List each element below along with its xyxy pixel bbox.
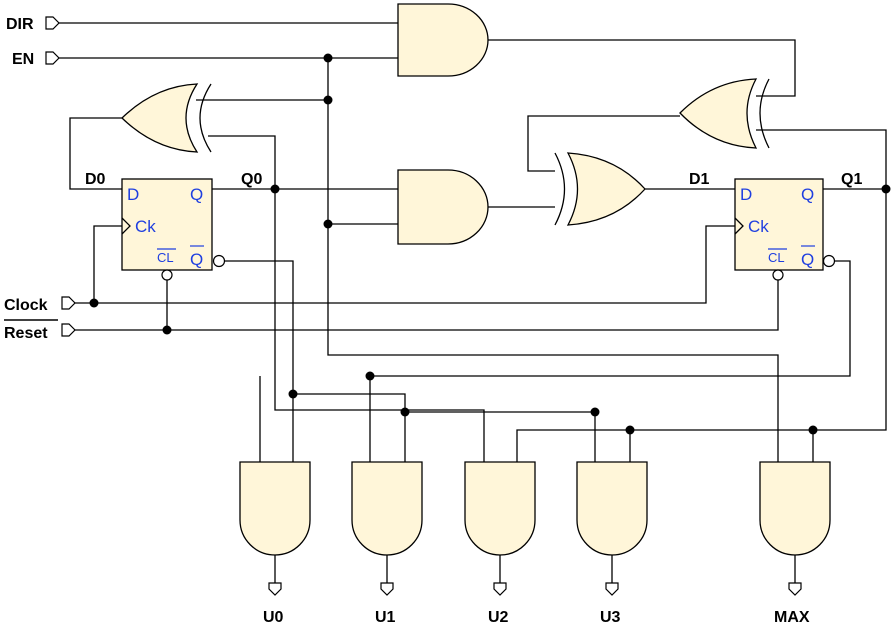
junction-dot (400, 407, 410, 417)
ff1-d-label: D (740, 185, 752, 204)
ff1-clear-bubble (772, 269, 784, 281)
flip-flop-0: D Q Ck CL Q (121, 178, 226, 281)
junction-dot (625, 425, 635, 435)
u1-pin (380, 582, 394, 596)
and-gate-q0-en (397, 169, 489, 245)
ff1-cl-label: CL (768, 250, 785, 265)
u1-label: U1 (375, 609, 396, 626)
ff0-qbar-label: Q (190, 250, 203, 269)
ff0-clear-bubble (161, 269, 173, 281)
ff1-qbar-label: Q (801, 250, 814, 269)
wires (58, 22, 887, 583)
junction-dot (162, 325, 172, 335)
and-gate-dir-en (397, 3, 489, 77)
junction-dot (808, 425, 818, 435)
output-pins (268, 582, 802, 596)
junctions (89, 53, 891, 435)
junction-dot (365, 371, 375, 381)
ff0-cl-label: CL (157, 250, 174, 265)
d0-label: D0 (85, 171, 106, 188)
junction-dot (323, 95, 333, 105)
u3-pin (605, 582, 619, 596)
dir-pin (45, 16, 60, 30)
xor-gate-d1 (554, 152, 646, 226)
junction-dot (89, 298, 99, 308)
max-label: MAX (774, 609, 810, 626)
flip-flop-1: D Q Ck CL Q (734, 178, 836, 281)
q0-label: Q0 (241, 171, 262, 188)
en-pin (45, 51, 60, 65)
and-gate-u2 (464, 461, 536, 556)
u0-pin (268, 582, 282, 596)
d1-label: D1 (689, 171, 710, 188)
u0-label: U0 (263, 609, 284, 626)
en-label: EN (12, 51, 34, 68)
junction-dot (881, 184, 891, 194)
ff1-q-label: Q (801, 185, 814, 204)
ff0-ck-label: Ck (135, 217, 156, 236)
ff0-q-label: Q (190, 185, 203, 204)
and-gate-max (759, 461, 831, 556)
reset-label: Reset (4, 325, 48, 342)
and-gate-u3 (576, 461, 648, 556)
dir-label: DIR (6, 16, 34, 33)
u3-label: U3 (600, 609, 621, 626)
u2-label: U2 (488, 609, 509, 626)
junction-dot (323, 53, 333, 63)
junction-dot (323, 219, 333, 229)
input-pins (45, 16, 76, 337)
u2-pin (493, 582, 507, 596)
xor-gate-dir-q1 (679, 78, 770, 149)
junction-dot (270, 184, 280, 194)
ff0-qbar-bubble (212, 254, 226, 268)
max-pin (788, 582, 802, 596)
q1-label: Q1 (841, 171, 862, 188)
ff1-qbar-bubble (822, 254, 836, 268)
and-gate-u1 (351, 461, 423, 556)
clock-pin (61, 296, 76, 310)
junction-dot (590, 407, 600, 417)
clock-label: Clock (4, 297, 48, 314)
junction-dot (288, 389, 298, 399)
ff1-ck-label: Ck (748, 217, 769, 236)
xor-gate-d0 (121, 83, 212, 153)
reset-pin (61, 323, 76, 337)
ff0-d-label: D (127, 185, 139, 204)
and-gate-u0 (239, 461, 311, 556)
